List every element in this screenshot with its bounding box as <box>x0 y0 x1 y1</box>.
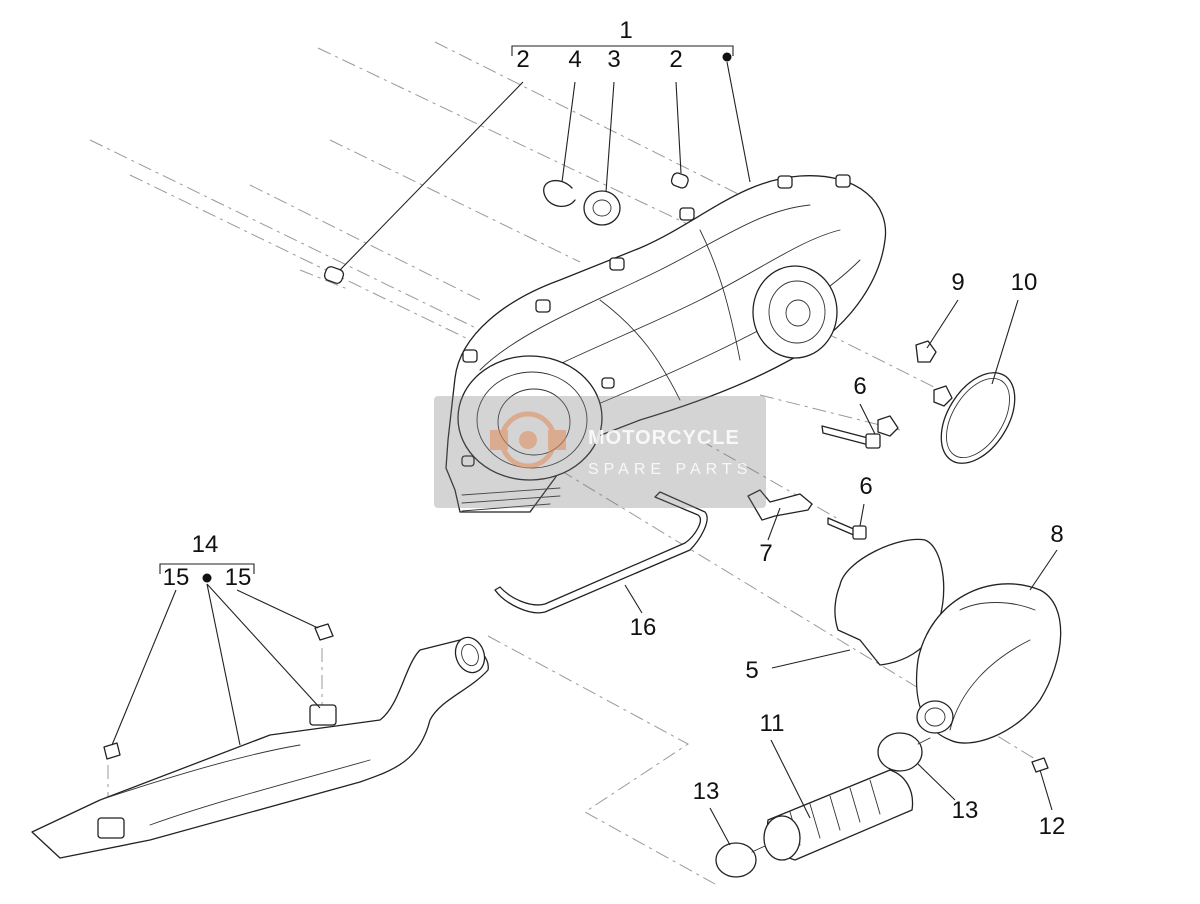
hose-clamp-upper <box>877 732 931 772</box>
assembly-axis-lines <box>89 41 1046 885</box>
dowel-pin-right <box>670 172 689 189</box>
circlip <box>543 179 576 207</box>
callout-13-upper: 13 <box>952 797 979 824</box>
small-screw <box>1031 757 1049 773</box>
callout-3: 3 <box>607 46 620 73</box>
air-intake-cover <box>915 583 1062 744</box>
hose-clamp-lower <box>715 842 766 878</box>
transmission-cover <box>445 174 887 513</box>
callout-6-upper: 6 <box>853 373 866 400</box>
callout-8: 8 <box>1050 521 1063 548</box>
watermark: MOTORCYCLE SPARE PARTS <box>434 396 766 508</box>
bolt-lower <box>827 517 867 540</box>
clip-nut-left <box>103 742 121 760</box>
callout-6-lower: 6 <box>859 473 872 500</box>
callout-12: 12 <box>1039 813 1066 840</box>
callout-16: 16 <box>630 614 657 641</box>
callout-labels: 1 2 4 3 2 9 10 6 6 7 8 14 15 15 16 5 11 … <box>163 17 1066 840</box>
callout-1: 1 <box>619 17 632 44</box>
watermark-line1: MOTORCYCLE <box>588 427 740 449</box>
round-cover-plate <box>940 372 1016 464</box>
callout-2-right: 2 <box>669 46 682 73</box>
cap-nut-lower <box>877 415 899 437</box>
callout-14: 14 <box>192 531 219 558</box>
callout-13-lower: 13 <box>693 778 720 805</box>
watermark-line2: SPARE PARTS <box>588 461 752 478</box>
watermark-logo-icon <box>490 411 566 469</box>
bolt-upper <box>821 425 881 449</box>
callout-4: 4 <box>568 46 581 73</box>
cap-nut-upper <box>915 340 937 363</box>
callout-9: 9 <box>951 269 964 296</box>
callout-leaders <box>111 45 1058 846</box>
bracket <box>747 489 813 521</box>
bearing <box>583 190 621 226</box>
seal-strip <box>494 491 708 614</box>
cap-nut-middle <box>933 385 953 407</box>
callout-11: 11 <box>760 710 785 737</box>
callout-bullet-duct <box>202 573 212 583</box>
watermark-box <box>434 396 766 508</box>
callout-5: 5 <box>745 657 758 684</box>
bellows-duct <box>763 769 914 861</box>
callout-15-left: 15 <box>163 564 190 591</box>
callout-15-right: 15 <box>225 564 252 591</box>
air-duct <box>31 636 489 859</box>
clip-nut-right <box>314 623 334 641</box>
callout-bullet <box>722 52 732 62</box>
callout-7: 7 <box>759 540 772 567</box>
callout-10: 10 <box>1011 269 1038 296</box>
callout-2-left: 2 <box>516 46 529 73</box>
dowel-pin-left <box>323 266 345 284</box>
